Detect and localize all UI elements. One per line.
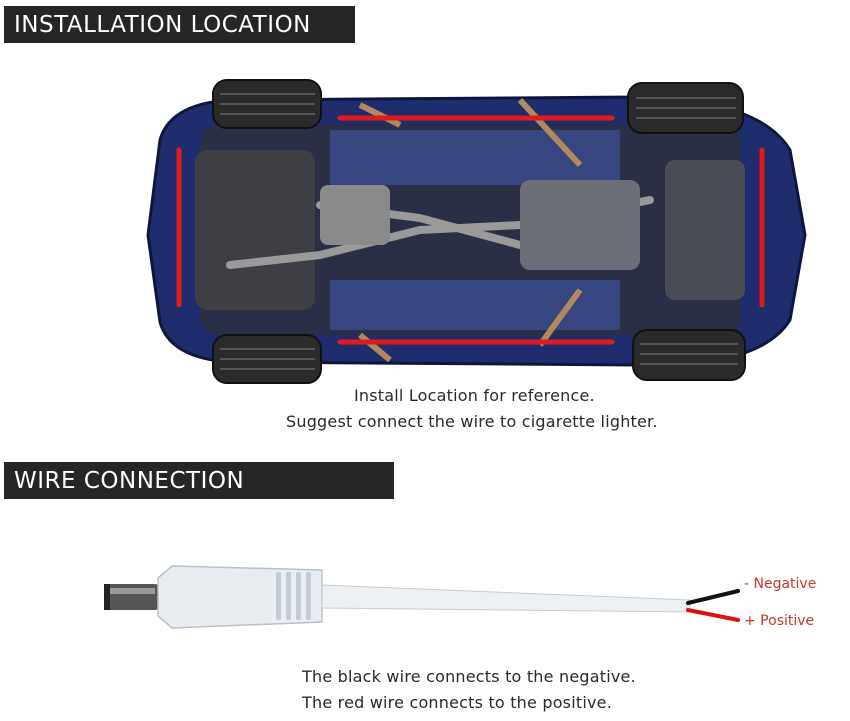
- wire-caption-line2: The red wire connects to the positive.: [302, 693, 612, 712]
- plug-barrel: [104, 584, 159, 610]
- wire-caption: The black wire connects to the negative.…: [302, 664, 702, 716]
- muffler: [320, 185, 390, 245]
- rear-block: [195, 150, 315, 310]
- red-wire: [686, 608, 740, 622]
- tire-treads: [220, 93, 738, 370]
- driveshaft-housing: [520, 180, 640, 270]
- white-cable: [321, 584, 691, 613]
- installation-location-title: INSTALLATION LOCATION: [14, 11, 311, 38]
- tie-straps: [358, 97, 583, 363]
- positive-label: + Positive: [744, 613, 815, 629]
- plug-grip-ridges: [276, 572, 311, 620]
- installation-caption: Install Location for reference. Suggest …: [286, 383, 706, 435]
- wire-connection-title: WIRE CONNECTION: [14, 467, 245, 494]
- led-strip-positions: [176, 115, 765, 345]
- installation-caption-line1: Install Location for reference.: [354, 386, 595, 405]
- wire-caption-line1: The black wire connects to the negative.: [302, 667, 636, 686]
- installation-location-banner: INSTALLATION LOCATION: [4, 6, 355, 43]
- engine-block: [665, 160, 745, 300]
- negative-label: - Negative: [744, 576, 817, 592]
- installation-caption-line2: Suggest connect the wire to cigarette li…: [286, 412, 658, 431]
- black-wire: [686, 589, 740, 605]
- wire-connection-banner: WIRE CONNECTION: [4, 462, 394, 499]
